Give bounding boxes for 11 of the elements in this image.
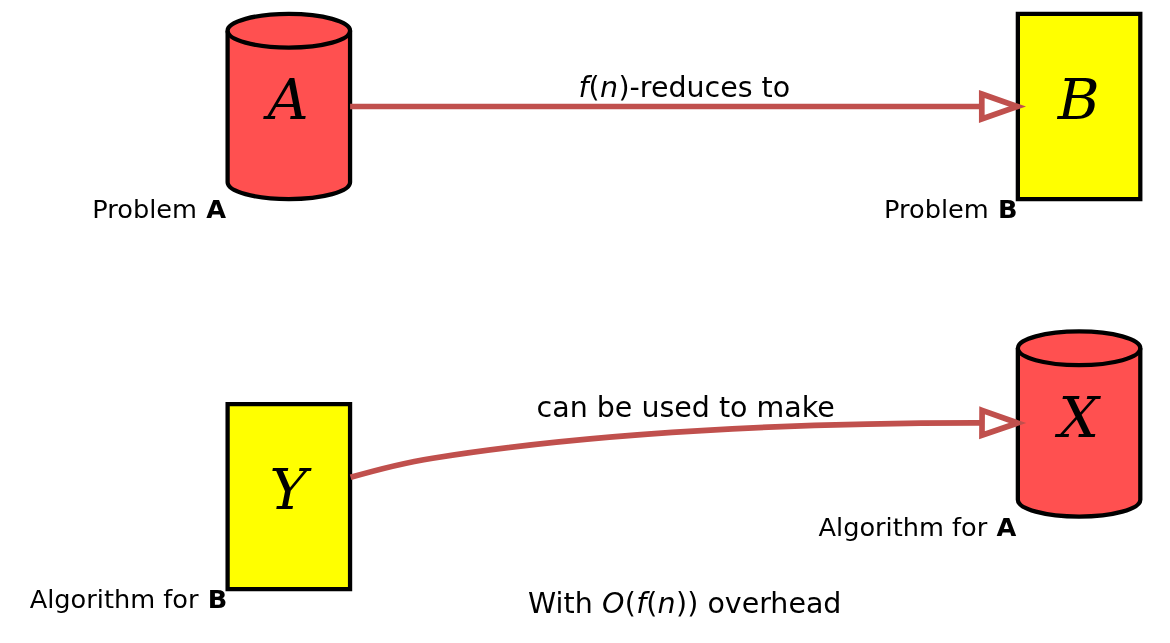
- arrow: [350, 90, 1026, 123]
- edge-label: f(n)-reduces to: [578, 70, 791, 104]
- arrow: [349, 406, 1027, 481]
- node-label: Algorithm for A: [818, 511, 1017, 542]
- node-box: B: [1015, 11, 1143, 202]
- node-label: Problem A: [92, 194, 227, 225]
- edge-label: can be used to make: [536, 390, 835, 424]
- node-box: Y: [225, 401, 353, 592]
- label: With O(f(n)) overhead: [528, 587, 842, 621]
- node-label: Algorithm for B: [29, 584, 228, 615]
- node-label: Problem B: [884, 194, 1018, 225]
